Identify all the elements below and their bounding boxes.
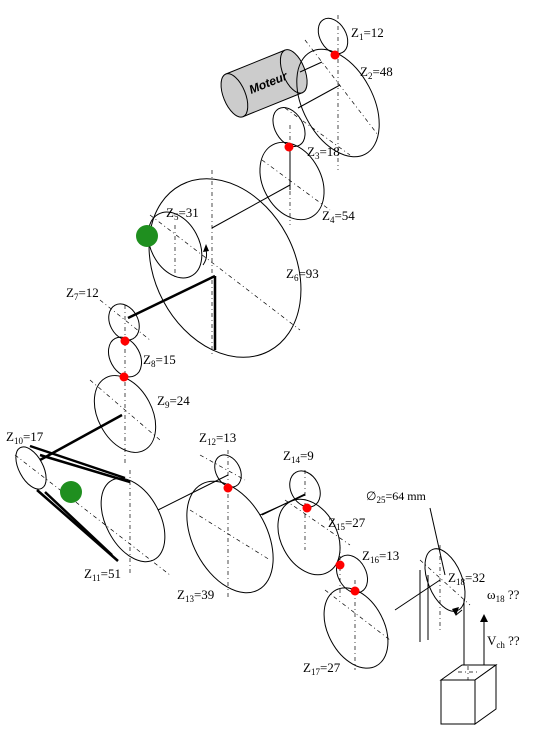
pivot-z5 <box>136 225 158 247</box>
motor: Moteur <box>220 49 308 118</box>
label-z4: Z4=54 <box>322 208 355 225</box>
load-box <box>439 664 498 725</box>
gear-z6 <box>148 178 302 358</box>
label-z3: Z3=18 <box>307 144 340 161</box>
gear-z2 <box>296 48 380 158</box>
gear-z7 <box>108 303 140 341</box>
contact-z15-z16 <box>335 560 345 570</box>
fixed-pivots <box>60 225 158 503</box>
pivot-z10 <box>60 481 82 503</box>
diameter-label: ∅25=64 mm <box>366 489 427 505</box>
shafts <box>157 61 441 611</box>
label-z11: Z11=51 <box>84 566 121 583</box>
gear-labels: Z1=12 Z2=48 Z3=18 Z4=54 Z5=31 Z6=93 Z7=1… <box>6 25 485 677</box>
gear-z4 <box>259 141 325 221</box>
contact-z16-z17 <box>350 586 360 596</box>
label-z1: Z1=12 <box>351 25 384 42</box>
label-z12: Z12=13 <box>199 430 236 447</box>
contact-z12-z13 <box>223 483 233 493</box>
label-z17: Z17=27 <box>303 660 341 677</box>
contact-points <box>119 50 360 596</box>
label-z7: Z7=12 <box>66 285 99 302</box>
gear-z15 <box>277 498 341 576</box>
gear-z16 <box>335 554 369 594</box>
gear-z9 <box>93 375 157 453</box>
label-z13: Z13=39 <box>177 587 214 604</box>
annotations: ∅25=64 mm ω18 ?? Vch ?? <box>366 489 520 650</box>
label-z8: Z8=15 <box>143 352 176 369</box>
gear-z1 <box>317 17 349 55</box>
label-z9: Z9=24 <box>157 393 190 410</box>
label-z5: Z5=31 <box>166 205 199 222</box>
label-z10: Z10=17 <box>6 429 44 446</box>
gear-z10 <box>15 446 47 490</box>
label-z16: Z16=13 <box>362 548 399 565</box>
contact-z3-z4 <box>284 142 294 152</box>
contact-z7-z8 <box>120 336 130 346</box>
gear-z12 <box>214 454 242 488</box>
gear-z5 <box>147 211 203 279</box>
contact-z1-z2 <box>330 50 340 60</box>
gear-z3 <box>272 107 306 147</box>
gear-z13 <box>186 480 274 594</box>
gear-z14 <box>289 470 321 508</box>
label-z18: Z18=32 <box>448 570 485 587</box>
gear-z17 <box>323 587 389 669</box>
label-z2: Z2=48 <box>360 64 393 81</box>
vch-label: Vch ?? <box>487 633 520 650</box>
contact-z8-z9 <box>119 372 129 382</box>
belt <box>29 444 126 562</box>
arrows <box>202 244 488 676</box>
label-z14: Z14=9 <box>283 448 314 465</box>
linkages <box>39 274 217 556</box>
contact-z14-z15 <box>302 503 312 513</box>
omega-label: ω18 ?? <box>487 587 520 604</box>
gear-z8 <box>107 336 143 378</box>
label-z15: Z15=27 <box>328 515 366 532</box>
gear-z11 <box>100 477 166 563</box>
label-z6: Z6=93 <box>286 266 319 283</box>
